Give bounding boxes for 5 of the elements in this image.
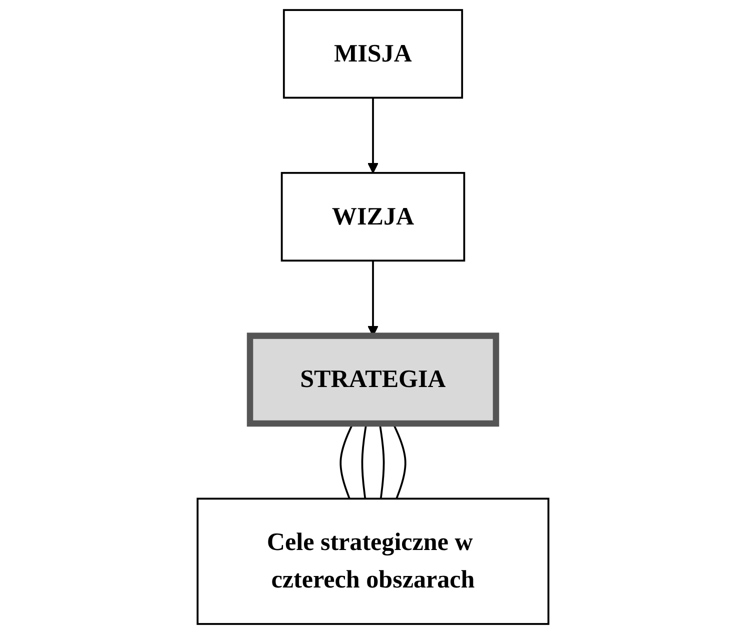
node-box: MISJA: [282, 9, 464, 99]
node-box: Cele strategiczne w czterech obszarach: [196, 498, 550, 625]
node-box: WIZJA: [280, 172, 466, 262]
arrow: [367, 98, 379, 174]
node-box: STRATEGIA: [246, 332, 500, 427]
